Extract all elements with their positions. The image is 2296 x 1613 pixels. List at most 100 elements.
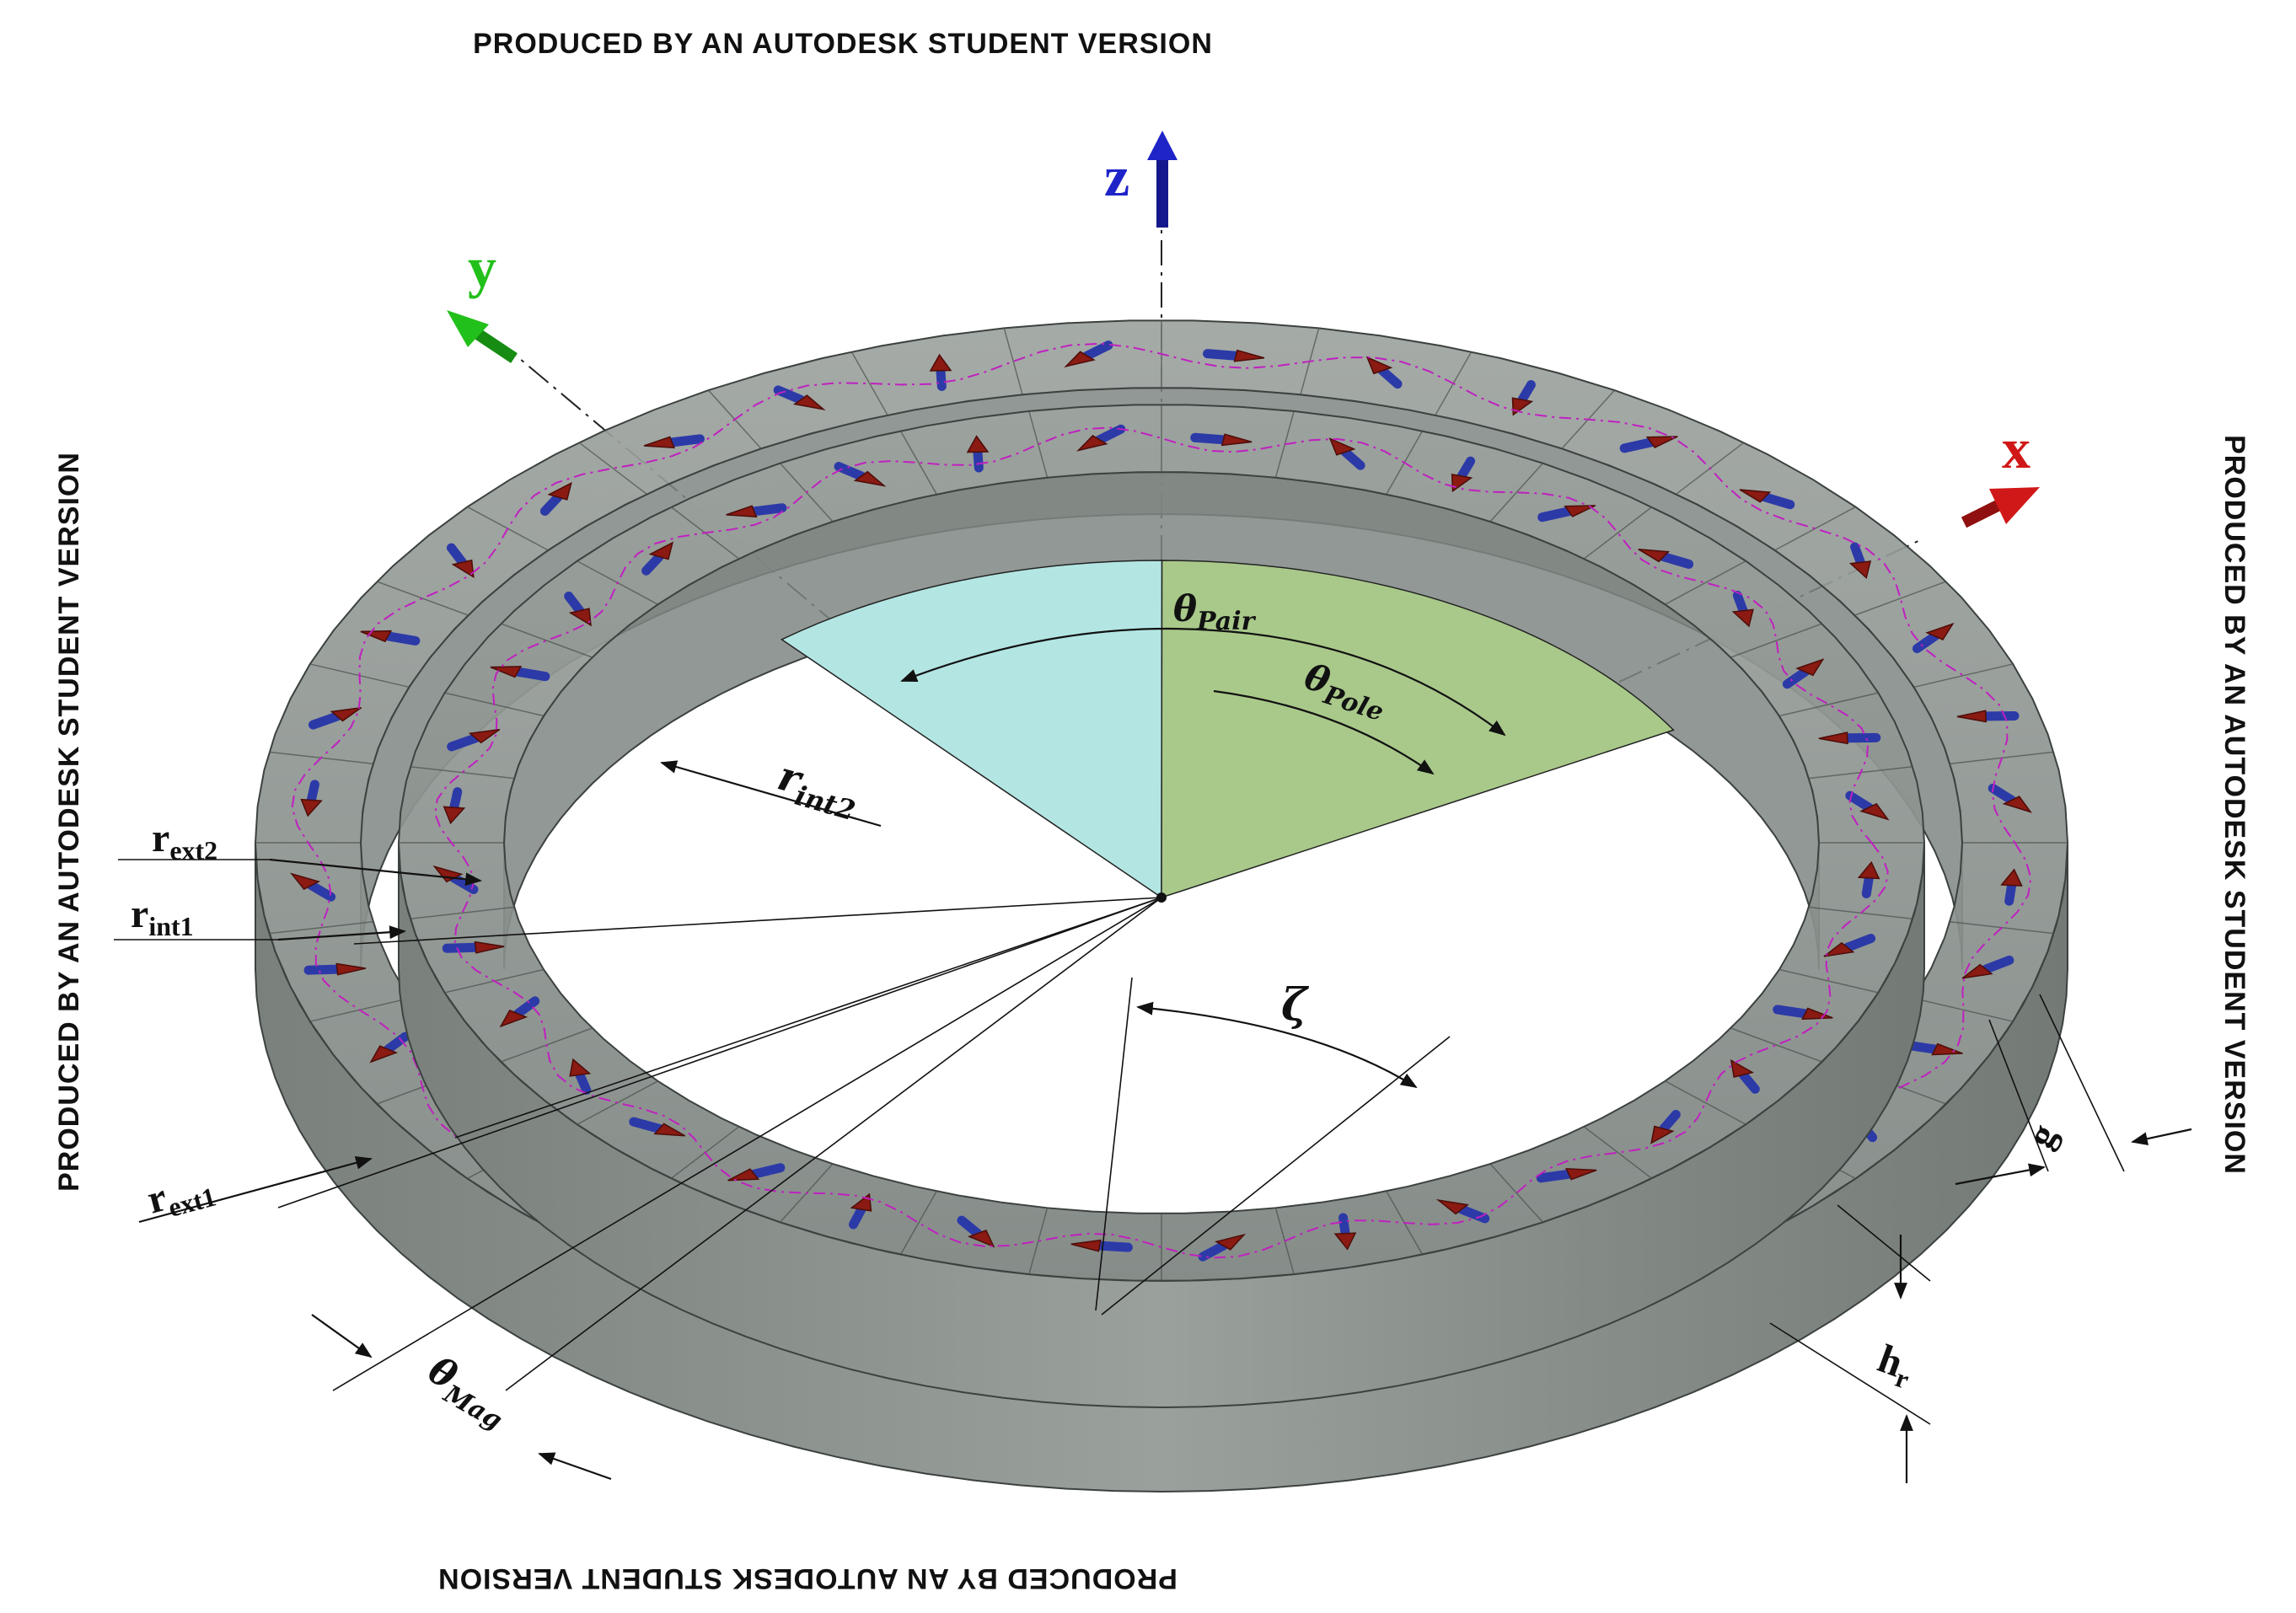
label-r-ext1: rext1 (142, 1162, 219, 1227)
z-axis-label: z (1104, 144, 1129, 208)
outer-ring-segment-divider (269, 921, 373, 935)
magnet-arrow-head (1215, 1233, 1247, 1251)
magnet-arrow-head (330, 706, 362, 722)
label-zeta: ζ (1281, 979, 1310, 1031)
magnet-arrow-shaft (1861, 873, 1874, 898)
magnet-arrow-shaft (1377, 366, 1403, 389)
label-r-ext2: rext2 (152, 816, 217, 865)
magnet-arrow-head (1801, 1007, 1833, 1021)
magnet-arrow-shaft (1981, 955, 2014, 974)
magnet-arrow-head (648, 541, 674, 560)
magnet-arrow-head (1451, 474, 1473, 493)
magnet-arrow-shaft (749, 1163, 786, 1179)
magnet-arrow-head (1795, 658, 1825, 677)
magnet-arrow-head (1931, 1042, 1963, 1056)
magnet-arrow-shaft (1619, 437, 1656, 453)
magnet-arrow-head (727, 1168, 760, 1182)
magnet-arrow-head (1857, 860, 1880, 880)
magnet-arrow-shaft (1338, 1213, 1350, 1239)
magnet-arrow-head (1070, 1239, 1102, 1252)
magnet-arrow-head (1565, 1167, 1597, 1181)
magnet-arrow-shaft (1198, 1241, 1228, 1262)
magnet-arrow-head (474, 940, 505, 954)
magnet-arrow-shaft (1456, 456, 1476, 481)
label-r-int1: rint1 (131, 892, 194, 941)
inner-ring-segment-divider (1028, 410, 1049, 478)
magnet-arrow-shaft (848, 1204, 866, 1230)
y-axis-arrow: y (447, 235, 518, 363)
magnet-arrow-shaft (834, 462, 866, 481)
magnet-arrow-shaft (308, 711, 342, 730)
magnet-arrow-head (1076, 434, 1108, 452)
magnet-arrow-shaft (1537, 506, 1574, 522)
magnet-arrow-shaft (1659, 552, 1694, 569)
coordinate-axes: z y x (447, 131, 2040, 528)
magnet-arrow-shaft (1536, 1169, 1574, 1183)
magnet-arrow-shaft (446, 543, 468, 567)
outer-ring-segment-divider (1854, 581, 1947, 616)
magnet-arrow-shaft (1095, 1241, 1133, 1252)
magnet-arrow-head (290, 872, 321, 891)
inner-ring-segment-divider (1665, 560, 1746, 605)
magnet-arrow-head (1848, 560, 1872, 580)
magnet-arrow-shaft (1190, 432, 1228, 445)
magnet-arrow-shaft (1988, 783, 2017, 805)
magnet-arrow-head (568, 608, 592, 627)
inner-ring-segment-divider (1730, 1027, 1823, 1063)
magnet-arrow-shaft (1843, 934, 1876, 952)
magnet-arrow-shaft (629, 1117, 664, 1133)
magnet-arrow-shaft (1773, 1005, 1811, 1019)
magnet-arrow-shaft (667, 434, 705, 447)
magnet-arrow-shaft (449, 873, 479, 894)
inner-ring-segment-divider (1489, 463, 1544, 522)
inner-ring-segment-divider (410, 906, 514, 920)
magnet-arrow-shaft (564, 591, 585, 616)
outer-ring-segment-divider (578, 442, 647, 495)
magnet-arrow-head (490, 666, 523, 678)
outer-ring-segment-divider (1913, 663, 2014, 689)
magnet-arrow-head (569, 1058, 592, 1077)
magnet-arrow-shaft (1082, 340, 1113, 361)
magnet-arrow-head (1645, 436, 1678, 448)
magnet-arrow-shaft (641, 552, 664, 576)
magnet-arrow-shaft (449, 787, 463, 812)
magnet-arrow-shaft (447, 733, 480, 752)
inner-ring-segment-divider (899, 430, 937, 495)
magnet-arrow-shaft (1850, 542, 1865, 567)
sector-theta-pole (1161, 560, 1675, 899)
magnet-arrow-head (929, 353, 952, 372)
magnet-arrow-head (643, 436, 676, 449)
angle-sectors (780, 560, 1675, 903)
magnet-arrow-shaft (383, 631, 421, 646)
magnet-arrow-shaft (306, 881, 336, 902)
magnet-arrow-shaft (442, 942, 480, 953)
label-r-int2: rint2 (770, 753, 865, 827)
magnet-arrow-head (1220, 433, 1253, 447)
magnet-arrow-head (1064, 351, 1096, 368)
sector-theta-pair (780, 560, 1163, 899)
magnet-arrow-shaft (1782, 667, 1811, 689)
magnet-arrow-head (1365, 356, 1393, 375)
inner-ring-segment-divider (1583, 1126, 1653, 1179)
magnet-arrow-head (1823, 941, 1855, 957)
magnet-arrow-shaft (973, 447, 984, 473)
inner-ring-segment-divider (410, 765, 514, 780)
magnet-arrow-head (1435, 1198, 1469, 1215)
magnet-arrow-shaft (1738, 1069, 1760, 1094)
magnet-arrow-head (1925, 622, 1955, 640)
magnet-arrow-head (300, 798, 323, 817)
magnet-arrow-shaft (1203, 349, 1241, 361)
magnet-arrow-head (1731, 608, 1754, 628)
magnet-arrow-shaft (1732, 590, 1748, 616)
watermark-right: PRODUCED BY AN AUTODESK STUDENT VERSION (2218, 435, 2250, 1175)
magnet-arrow-head (726, 505, 758, 518)
magnet-arrow-head (443, 806, 466, 825)
magnet-arrow-head (1859, 802, 1890, 821)
magnet-arrow-head (1233, 349, 1265, 362)
magnet-arrow-head (468, 728, 501, 744)
outer-ring-segment-divider (1774, 506, 1856, 551)
outer-ring-segment-divider (376, 581, 469, 616)
inner-ring-field-line (434, 426, 1889, 1259)
inner-ring (397, 404, 1926, 1409)
